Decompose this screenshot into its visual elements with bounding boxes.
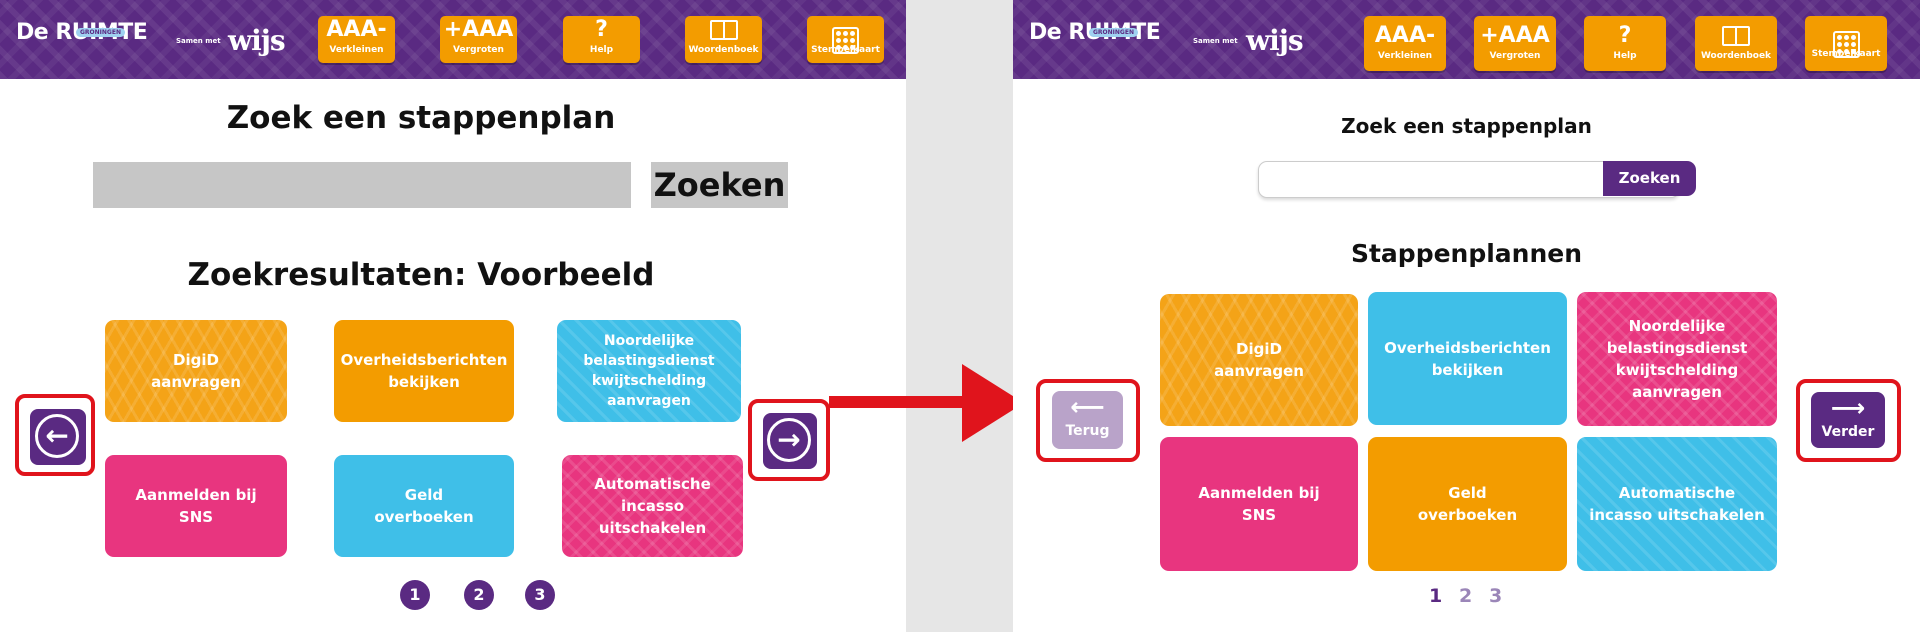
tile-overheidsberichten-bekijken[interactable]: Overheidsberichten bekijken — [1368, 292, 1567, 425]
tile-incasso-uitschakelen[interactable]: Automatische incasso uitschakelen — [1577, 437, 1777, 571]
arrow-left-icon: ← — [35, 414, 79, 458]
text-larger-icon: +AAA — [1480, 23, 1550, 48]
highlight-prev — [1036, 379, 1140, 462]
tile-geld-overboeken[interactable]: Geld overboeken — [1368, 437, 1567, 571]
page-2[interactable]: 2 — [1459, 585, 1473, 607]
stempelkaart-button[interactable]: Stempelkaart — [1805, 16, 1887, 71]
tile-geld-overboeken[interactable]: Geld overboeken — [334, 455, 514, 557]
before-screen: De RUIMTE GRONINGEN Samen met wijs AAA- … — [0, 0, 906, 632]
page-3[interactable]: 3 — [525, 580, 555, 610]
highlight-prev — [15, 394, 95, 476]
partner-logo: wijs — [1246, 24, 1304, 57]
question-icon: ? — [1618, 23, 1632, 48]
prev-button[interactable]: ← — [30, 409, 86, 465]
tile-digid-aanvragen[interactable]: DigiD aanvragen — [1160, 294, 1358, 426]
page-1[interactable]: 1 — [400, 580, 430, 610]
page-2[interactable]: 2 — [464, 580, 494, 610]
app-header: De RUIMTE GRONINGEN Samen met wijs AAA- … — [1013, 0, 1920, 79]
stempelkaart-button[interactable]: Stempelkaart — [807, 16, 884, 63]
stamp-card-icon — [832, 27, 859, 54]
logo-badge: GRONINGEN — [1089, 28, 1138, 37]
partner-logo: wijs — [228, 24, 286, 57]
results-title: Stappenplannen — [1350, 239, 1583, 268]
question-icon: ? — [595, 17, 608, 42]
after-screen: De RUIMTE GRONINGEN Samen met wijs AAA- … — [1013, 0, 1920, 632]
transition-arrow-shaft — [829, 396, 969, 408]
page-3[interactable]: 3 — [1489, 585, 1503, 607]
app-header: De RUIMTE GRONINGEN Samen met wijs AAA- … — [0, 0, 906, 79]
arrow-right-icon: → — [767, 418, 811, 462]
tile-aanmelden-sns[interactable]: Aanmelden bij SNS — [1160, 437, 1358, 571]
book-icon — [709, 20, 738, 40]
text-smaller-icon: AAA- — [1374, 23, 1436, 48]
verkleinen-button[interactable]: AAA- Verkleinen — [1364, 16, 1446, 71]
logo-badge: GRONINGEN — [76, 28, 125, 37]
highlight-next — [748, 399, 830, 481]
tile-kwijtschelding-aanvragen[interactable]: Noordelijke belastingsdienst kwijtscheld… — [557, 320, 741, 422]
next-button[interactable]: → — [763, 413, 817, 469]
highlight-next — [1796, 379, 1901, 462]
tile-overheidsberichten-bekijken[interactable]: Overheidsberichten bekijken — [334, 320, 514, 422]
arrow-right-icon: ⟶ — [1830, 394, 1866, 422]
help-button[interactable]: ? Help — [563, 16, 640, 63]
search-button[interactable]: Zoeken — [1603, 161, 1696, 196]
tile-incasso-uitschakelen[interactable]: Automatische incasso uitschakelen — [562, 455, 743, 557]
terug-button[interactable]: ⟵ Terug — [1052, 391, 1123, 449]
text-larger-icon: +AAA — [443, 17, 514, 42]
page-1[interactable]: 1 — [1429, 585, 1443, 607]
page-title: Zoek een stappenplan — [226, 100, 616, 136]
verder-button[interactable]: ⟶ Verder — [1811, 392, 1885, 448]
vergroten-button[interactable]: +AAA Vergroten — [1474, 16, 1556, 71]
stamp-card-icon — [1832, 31, 1860, 58]
samen-met-label: Samen met — [176, 37, 221, 45]
search-input[interactable] — [93, 162, 631, 208]
verkleinen-button[interactable]: AAA- Verkleinen — [318, 16, 395, 63]
search-button[interactable]: Zoeken — [651, 162, 788, 208]
page-title: Zoek een stappenplan — [1341, 114, 1592, 138]
vergroten-button[interactable]: +AAA Vergroten — [440, 16, 517, 63]
text-smaller-icon: AAA- — [326, 17, 387, 42]
help-button[interactable]: ? Help — [1584, 16, 1666, 71]
woordenboek-button[interactable]: Woordenboek — [685, 16, 762, 63]
results-title: Zoekresultaten: Voorbeeld — [187, 257, 655, 293]
samen-met-label: Samen met — [1193, 37, 1238, 45]
tile-kwijtschelding-aanvragen[interactable]: Noordelijke belastingsdienst kwijtscheld… — [1577, 292, 1777, 426]
tile-aanmelden-sns[interactable]: Aanmelden bij SNS — [105, 455, 287, 557]
arrow-left-icon: ⟵ — [1070, 393, 1105, 421]
book-icon — [1722, 26, 1750, 46]
tile-digid-aanvragen[interactable]: DigiD aanvragen — [105, 320, 287, 422]
woordenboek-button[interactable]: Woordenboek — [1695, 16, 1777, 71]
